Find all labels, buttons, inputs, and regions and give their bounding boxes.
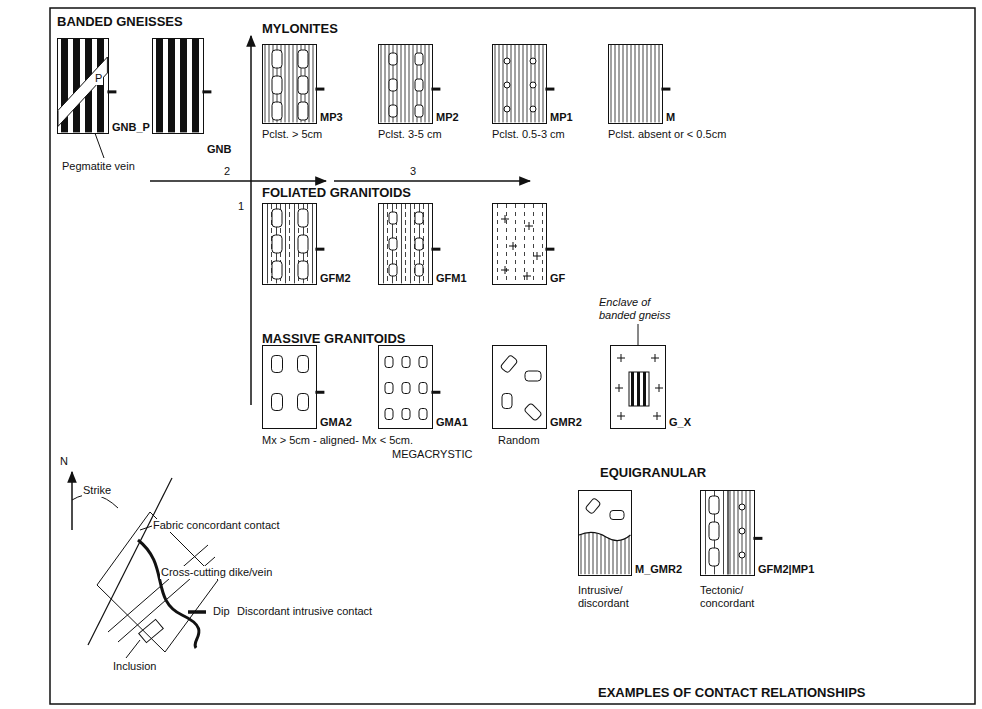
rock-pattern: [379, 204, 434, 286]
annotation-label: Enclave of banded gneiss: [598, 296, 690, 321]
rock-pattern: [58, 39, 110, 135]
rock-symbol-box: MPclst. absent or < 0.5cm: [608, 44, 663, 124]
rock-code: GFM2|MP1: [758, 563, 814, 575]
rock-pattern: [379, 346, 434, 430]
annotation-label: Discordant intrusive contact: [236, 605, 373, 618]
annotation-label: 1: [238, 200, 244, 213]
group-heading: EQUIGRANULAR: [600, 466, 706, 481]
rock-symbol-box: GMR2: [492, 345, 547, 429]
rock-symbol-box: GFM2: [262, 203, 317, 285]
rock-symbol-box: GF: [492, 203, 547, 285]
rock-code: GFM2: [320, 272, 351, 284]
annotation-label: Pegmatite vein: [62, 160, 135, 173]
clast-size-caption: Pclst. 3-5 cm: [378, 128, 442, 140]
rock-symbol-box: GFM1: [378, 203, 433, 285]
clast-size-caption: Pclst. > 5cm: [262, 128, 322, 140]
rock-pattern: [579, 491, 633, 577]
rock-symbol-box: GNB: [152, 38, 204, 134]
rock-code: GMA2: [320, 416, 352, 428]
rock-code: G_X: [669, 416, 691, 428]
annotation-label: Tectonic/ concordant: [700, 584, 766, 609]
annotation-label: Random: [498, 434, 540, 447]
frame: [50, 8, 975, 704]
rock-code: MP1: [550, 111, 573, 123]
rock-code: MP2: [436, 111, 459, 123]
annotation-label: Strike: [82, 484, 112, 497]
rock-symbol-box: M_GMR2: [578, 490, 632, 576]
rock-pattern: [493, 45, 548, 125]
annotation-label: Cross-cutting dike/vein: [160, 566, 273, 579]
rock-pattern: [611, 346, 667, 430]
rock-code: M_GMR2: [635, 563, 682, 575]
rock-symbol-box: GMA2: [262, 345, 317, 429]
annotation-label: Fabric concordant contact: [152, 519, 281, 532]
annotation-label: N: [60, 455, 68, 468]
rock-pattern: [153, 39, 205, 135]
annotation-label: Dip: [212, 605, 231, 618]
group-heading: FOLIATED GRANITOIDS: [262, 186, 411, 201]
annotation-label: 2: [224, 165, 230, 178]
group-heading: MASSIVE GRANITOIDS: [262, 332, 406, 347]
group-heading: MYLONITES: [262, 22, 338, 37]
annotation-label: MEGACRYSTIC: [392, 448, 472, 461]
rock-symbol-box: MP3Pclst. > 5cm: [262, 44, 317, 124]
rock-pattern: [263, 346, 318, 430]
rock-symbol-box: MP1Pclst. 0.5-3 cm: [492, 44, 547, 124]
rock-code: GMA1: [436, 416, 468, 428]
rock-symbol-box: GFM2|MP1: [700, 490, 755, 576]
rock-code: GNB_P: [112, 121, 150, 133]
rock-pattern: [701, 491, 756, 577]
arrow-2: [150, 180, 326, 182]
rock-pattern: [493, 204, 548, 286]
rock-code: M: [666, 111, 675, 123]
rock-code: GF: [550, 272, 565, 284]
map-sketch: [72, 472, 218, 658]
rock-code: GNB: [207, 143, 231, 155]
rock-pattern: [493, 346, 548, 430]
rock-symbol-box: MP2Pclst. 3-5 cm: [378, 44, 433, 124]
rock-code: MP3: [320, 111, 343, 123]
rock-code: GMR2: [550, 416, 582, 428]
clast-size-caption: Pclst. 0.5-3 cm: [492, 128, 565, 140]
rock-pattern: [609, 45, 664, 125]
clast-size-caption: Pclst. absent or < 0.5cm: [608, 128, 726, 140]
rock-pattern: [263, 204, 318, 286]
group-heading: BANDED GNEISSES: [57, 15, 183, 30]
rock-code: GFM1: [436, 272, 467, 284]
annotation-label: Intrusive/ discordant: [578, 584, 642, 609]
rock-pattern: [263, 45, 318, 125]
annotation-label: P: [94, 72, 103, 85]
rock-pattern: [379, 45, 434, 125]
annotation-label: Inclusion: [112, 660, 157, 673]
group-heading: EXAMPLES OF CONTACT RELATIONSHIPS: [598, 686, 865, 701]
annotation-label: 3: [410, 165, 416, 178]
arrow-3: [334, 180, 530, 182]
rock-symbol-box: GMA1: [378, 345, 433, 429]
annotation-label: Mx > 5cm - aligned- Mx < 5cm.: [262, 434, 413, 447]
rock-symbol-box: G_X: [610, 345, 666, 429]
rock-symbol-box: GNB_P: [57, 38, 109, 134]
arrow-1: [250, 36, 252, 405]
